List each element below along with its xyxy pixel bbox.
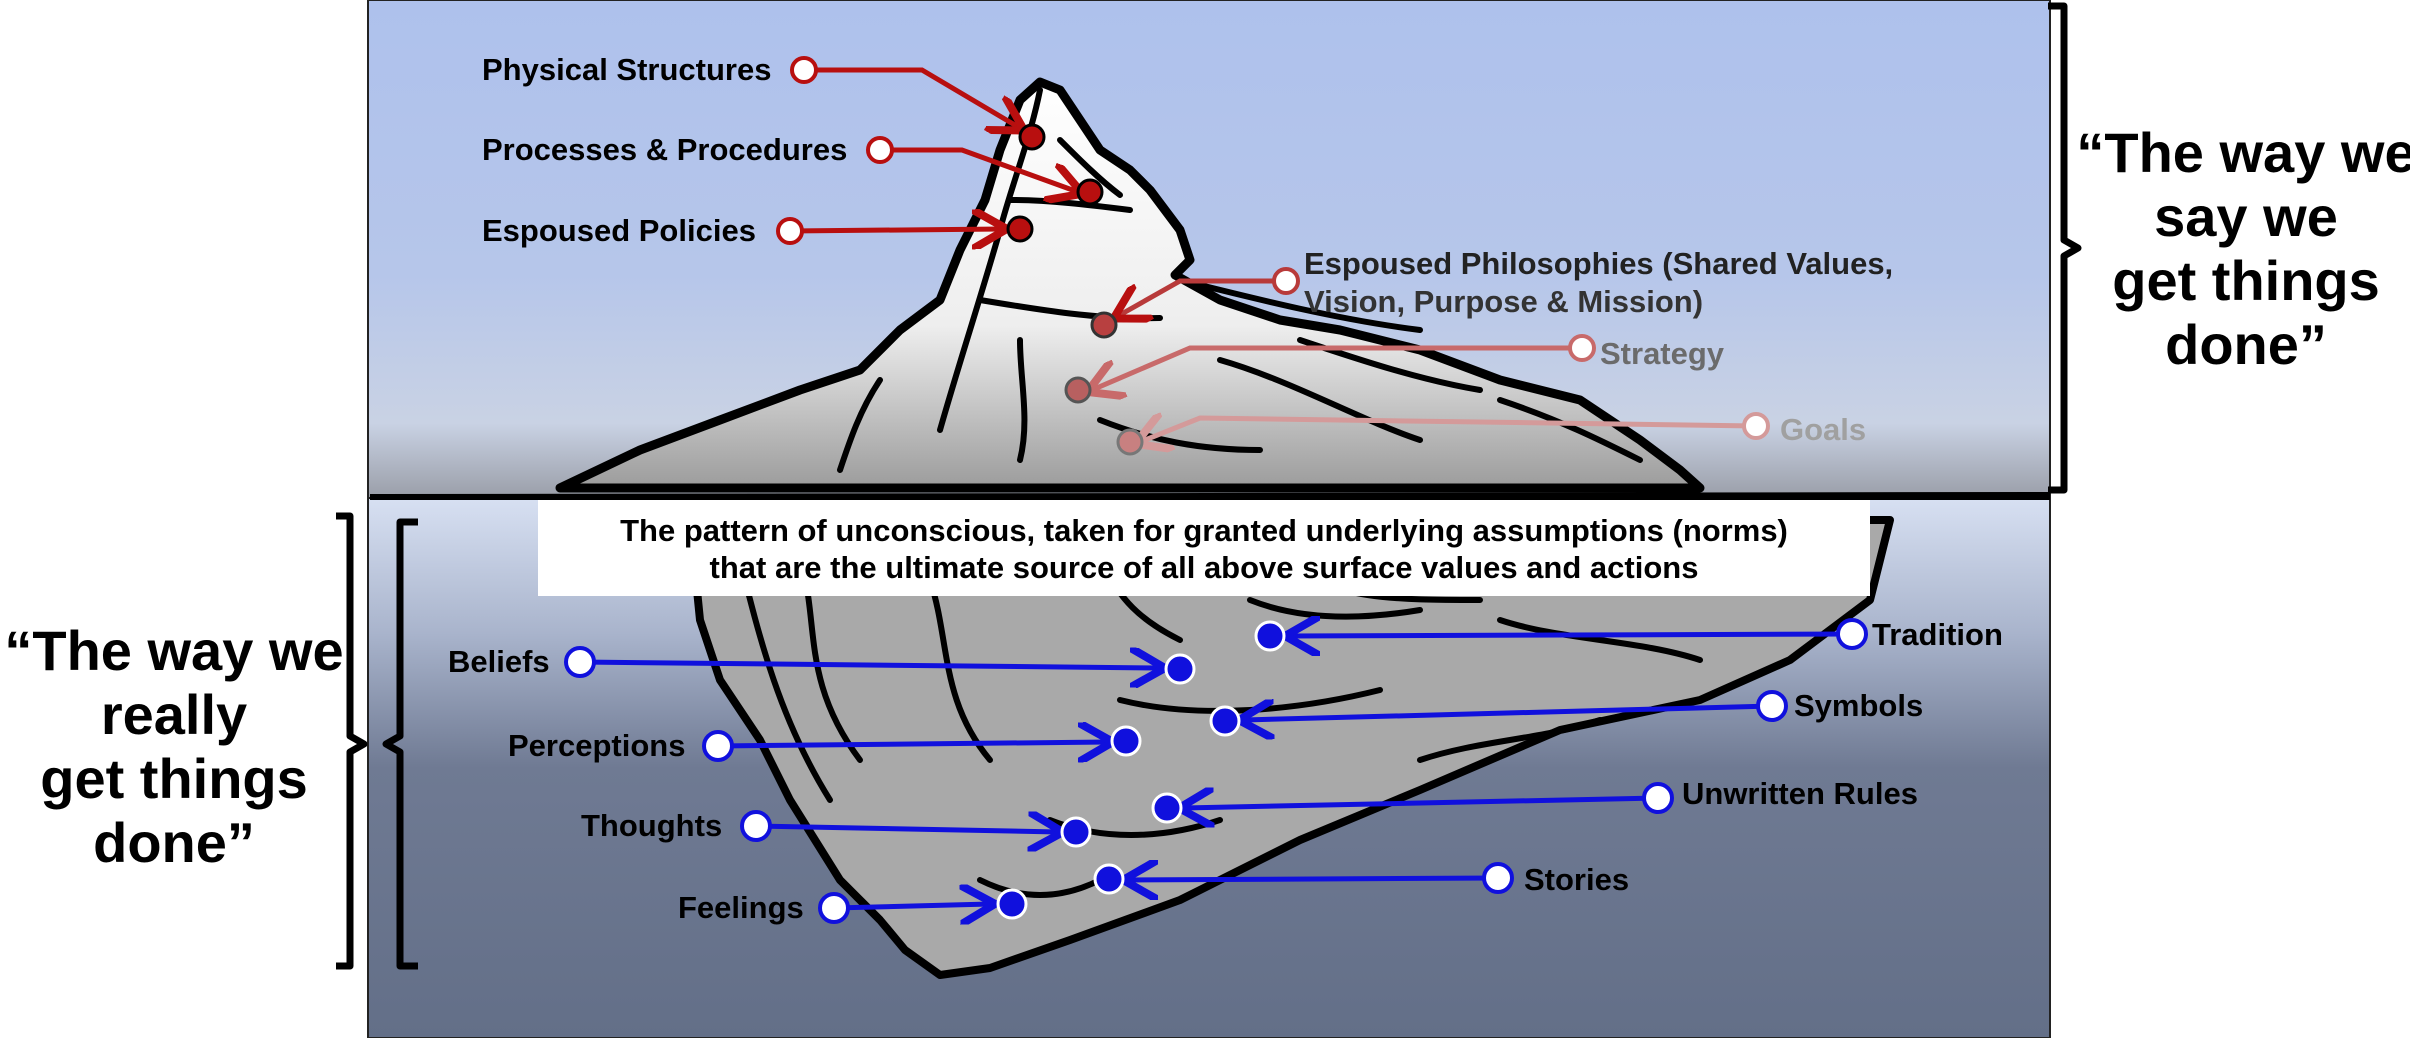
top-caption-line-2: say we: [2154, 185, 2338, 248]
label-unwritten-rules: Unwritten Rules: [1682, 776, 1918, 811]
top-caption-line-4: done”: [2165, 313, 2327, 376]
assumptions-line-1: The pattern of unconscious, taken for gr…: [620, 513, 1788, 548]
callout-end-dot: [1211, 707, 1239, 735]
callout-end-dot: [1078, 180, 1102, 204]
callout-end-dot: [1166, 655, 1194, 683]
callout-end-dot: [998, 890, 1026, 918]
callout-start-dot: [1274, 269, 1298, 293]
bottom-caption-line-1: “The way we: [4, 619, 343, 682]
bottom-caption-line-4: done”: [93, 811, 255, 874]
callout-start-dot: [704, 732, 732, 760]
label-philosophies-line-1: Espoused Philosophies (Shared Values,: [1304, 246, 1893, 281]
label-feelings: Feelings: [678, 890, 804, 925]
callout-start-dot: [1570, 336, 1594, 360]
callout-start-dot: [742, 812, 770, 840]
top-bracket: [2048, 6, 2078, 490]
callout-start-dot: [1838, 620, 1866, 648]
label-perceptions: Perceptions: [508, 728, 685, 763]
callout-start-dot: [1758, 692, 1786, 720]
callout-start-dot: [1744, 414, 1768, 438]
callout-end-dot: [1153, 794, 1181, 822]
callout-end-dot: [1095, 865, 1123, 893]
label-thoughts: Thoughts: [581, 808, 722, 843]
callout-start-dot: [778, 219, 802, 243]
callout-start-dot: [566, 648, 594, 676]
label-philosophies-line-2: Vision, Purpose & Mission): [1304, 284, 1703, 319]
callout-end-dot: [1112, 727, 1140, 755]
callout-end-dot: [1020, 125, 1044, 149]
callout-start-dot: [820, 894, 848, 922]
bottom-caption-line-2: really: [101, 683, 247, 746]
callout-end-dot: [1008, 217, 1032, 241]
label-stories: Stories: [1524, 862, 1629, 897]
label-processes: Processes & Procedures: [482, 132, 847, 167]
callout-start-dot: [868, 138, 892, 162]
callout-start-dot: [1644, 784, 1672, 812]
assumptions-line-2: that are the ultimate source of all abov…: [710, 550, 1699, 585]
label-physical-structures: Physical Structures: [482, 52, 771, 87]
callout-end-dot: [1256, 622, 1284, 650]
bottom-bracket-outer: [336, 516, 364, 966]
label-espoused-policies: Espoused Policies: [482, 213, 756, 248]
bottom-caption-line-3: get things: [40, 747, 308, 810]
top-caption-line-1: “The way we: [2076, 121, 2410, 184]
bottom-caption: “The way we really get things done”: [4, 619, 343, 874]
callout-end-dot: [1092, 313, 1116, 337]
label-goals: Goals: [1780, 412, 1866, 447]
callout-start-dot: [1484, 864, 1512, 892]
label-tradition: Tradition: [1872, 617, 2003, 652]
top-caption: “The way we say we get things done”: [2076, 121, 2410, 376]
callout-end-dot: [1066, 378, 1090, 402]
label-symbols: Symbols: [1794, 688, 1923, 723]
label-strategy: Strategy: [1600, 336, 1725, 371]
callout-start-dot: [792, 58, 816, 82]
label-beliefs: Beliefs: [448, 644, 550, 679]
callout-end-dot: [1118, 430, 1142, 454]
top-caption-line-3: get things: [2112, 249, 2380, 312]
callout-end-dot: [1062, 818, 1090, 846]
